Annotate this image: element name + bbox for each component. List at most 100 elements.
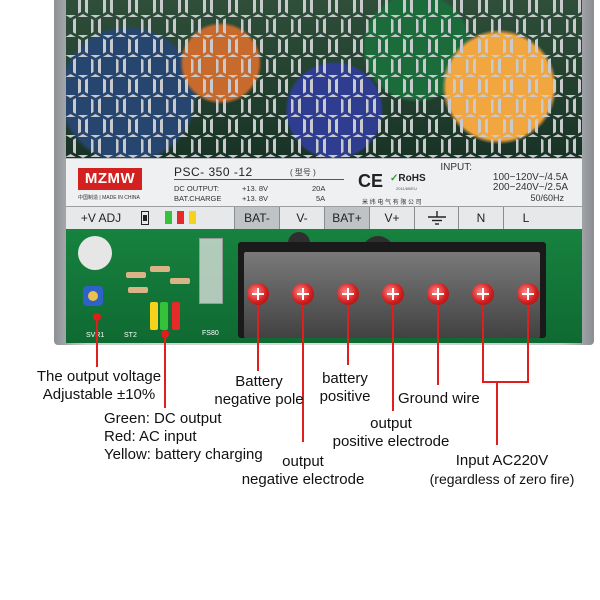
grille-web bbox=[73, 54, 94, 78]
resistor bbox=[170, 278, 190, 284]
grille-web bbox=[66, 34, 81, 58]
grille-web bbox=[210, 0, 231, 18]
input-range-high: 200−240V~/2.5A bbox=[492, 182, 568, 193]
grille-web bbox=[185, 74, 206, 98]
grille-web bbox=[448, 14, 469, 38]
grille-web bbox=[360, 74, 381, 98]
screw-neutral[interactable] bbox=[472, 283, 494, 305]
grille-web bbox=[498, 134, 519, 158]
grille-web bbox=[173, 134, 194, 158]
grille-web bbox=[448, 94, 469, 118]
grille-web bbox=[460, 114, 481, 138]
grille-web bbox=[460, 0, 481, 18]
grille-web bbox=[398, 14, 419, 38]
grille-web bbox=[410, 34, 431, 58]
grille-web bbox=[485, 74, 506, 98]
grille-web bbox=[335, 74, 356, 98]
grille-web bbox=[223, 94, 244, 118]
grille-web bbox=[510, 74, 531, 98]
grille-web bbox=[110, 34, 131, 58]
grille-web bbox=[385, 74, 406, 98]
grille-web bbox=[385, 0, 406, 18]
grille-web bbox=[548, 54, 569, 78]
grille-web bbox=[335, 114, 356, 138]
grille-web bbox=[310, 0, 331, 18]
legend-divider bbox=[458, 207, 459, 229]
bat-plus-legend: BAT+ bbox=[325, 207, 369, 229]
grille-web bbox=[360, 34, 381, 58]
grille-web bbox=[560, 74, 581, 98]
grille-web bbox=[135, 34, 156, 58]
grille-web bbox=[98, 94, 119, 118]
check-icon: ✓ bbox=[390, 173, 399, 184]
screw-v-plus[interactable] bbox=[382, 283, 404, 305]
grille-web bbox=[473, 94, 494, 118]
voltage-adjust-potentiometer[interactable] bbox=[83, 286, 103, 306]
grille-web bbox=[135, 74, 156, 98]
annotation-line: battery bbox=[322, 370, 368, 387]
grille-web bbox=[348, 54, 369, 78]
grille-web bbox=[123, 14, 144, 38]
neutral-legend: N bbox=[476, 211, 486, 225]
grille-web bbox=[73, 14, 94, 38]
grille-web bbox=[235, 34, 256, 58]
grille-web bbox=[498, 94, 519, 118]
screw-v-minus[interactable] bbox=[292, 283, 314, 305]
leader-ac-input bbox=[496, 383, 498, 445]
grille-web bbox=[198, 134, 219, 158]
grille-web bbox=[398, 134, 419, 158]
red-led bbox=[172, 302, 180, 330]
grille-web bbox=[160, 0, 181, 18]
annotation-line: Yellow: battery charging bbox=[104, 446, 263, 463]
annotation-line: Battery bbox=[235, 373, 283, 390]
grille-web bbox=[560, 0, 581, 18]
legend-divider bbox=[234, 207, 235, 229]
svr1-silkscreen: SVR1 bbox=[86, 332, 104, 339]
grille-web bbox=[410, 0, 431, 18]
battery-positive-annotation: battery positive bbox=[305, 370, 385, 406]
grille-web bbox=[85, 0, 106, 18]
grille-web bbox=[160, 34, 181, 58]
grille-web bbox=[573, 94, 583, 118]
grille-web bbox=[498, 54, 519, 78]
grille-web bbox=[348, 94, 369, 118]
input-title: INPUT: bbox=[440, 162, 472, 173]
resistor bbox=[126, 272, 146, 278]
led-indicator-annotation: Green: DC output Red: AC input Yellow: b… bbox=[104, 410, 263, 464]
screw-bat-plus[interactable] bbox=[337, 283, 359, 305]
grille-web bbox=[66, 0, 81, 18]
grille-web bbox=[385, 114, 406, 138]
leader-ac-bridge bbox=[482, 381, 529, 383]
grille-web bbox=[410, 74, 431, 98]
rohs-text: RoHS bbox=[398, 173, 426, 184]
grille-web bbox=[448, 134, 469, 158]
hex-perforation bbox=[66, 0, 582, 158]
grille-web bbox=[273, 134, 294, 158]
grille-web bbox=[385, 34, 406, 58]
grille-web bbox=[498, 14, 519, 38]
input-frequency: 50/60Hz bbox=[530, 193, 564, 203]
screw-ground[interactable] bbox=[427, 283, 449, 305]
input-range-low: 100−120V~/4.5A bbox=[492, 172, 568, 183]
screw-line[interactable] bbox=[517, 283, 539, 305]
grille-web bbox=[398, 94, 419, 118]
grille-web bbox=[535, 74, 556, 98]
bat-charge-current: 5A bbox=[316, 194, 326, 203]
voltage-adj-legend: +V ADJ bbox=[80, 211, 122, 225]
grille-web bbox=[510, 114, 531, 138]
grille-web bbox=[148, 14, 169, 38]
leader-line bbox=[527, 305, 529, 383]
grille-web bbox=[85, 74, 106, 98]
screw-bat-minus[interactable] bbox=[247, 283, 269, 305]
leader-bat-plus bbox=[347, 305, 349, 365]
ground-icon bbox=[428, 211, 446, 225]
resistor bbox=[150, 266, 170, 272]
annotation-line: output bbox=[282, 453, 324, 470]
ground-wire-annotation: Ground wire bbox=[398, 390, 480, 407]
grille-web bbox=[98, 54, 119, 78]
grille-web bbox=[123, 54, 144, 78]
annotation-line: (regardless of zero fire) bbox=[429, 471, 575, 487]
grille-web bbox=[460, 74, 481, 98]
grille-web bbox=[423, 54, 444, 78]
grille-web bbox=[423, 94, 444, 118]
